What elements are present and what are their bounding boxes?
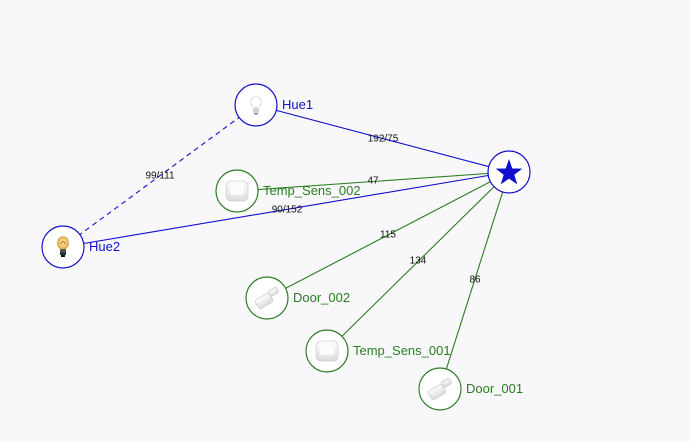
- link-label-coordinator-temp2: 47: [367, 176, 379, 187]
- node-temp1[interactable]: Temp_Sens_001: [305, 329, 451, 373]
- sensor-icon: [225, 180, 249, 202]
- links-layer: [62, 104, 510, 390]
- link-label-coordinator-door1: 86: [469, 275, 481, 286]
- door-sensor-icon: [254, 287, 279, 309]
- link-labels-layer: 192/75 90/152 47 115 134 86 99/111: [145, 134, 481, 286]
- node-door2[interactable]: Door_002: [245, 276, 350, 320]
- node-label-temp1: Temp_Sens_001: [353, 343, 451, 358]
- node-hue1[interactable]: Hue1: [234, 83, 313, 127]
- bulb-white-icon: [250, 95, 262, 115]
- node-label-temp2: Temp_Sens_002: [263, 183, 361, 198]
- node-label-door1: Door_001: [466, 381, 523, 396]
- node-door1[interactable]: Door_001: [418, 367, 523, 411]
- node-label-hue1: Hue1: [282, 97, 313, 112]
- node-hue2[interactable]: Hue2: [41, 225, 120, 269]
- star-icon: [495, 159, 523, 185]
- link-hue1-hue2: [62, 104, 257, 248]
- sensor-icon: [315, 340, 339, 362]
- link-label-coordinator-hue1: 192/75: [368, 134, 399, 145]
- link-label-hue1-hue2: 99/111: [145, 171, 175, 182]
- link-coordinator-hue1: [255, 104, 510, 173]
- node-label-door2: Door_002: [293, 290, 350, 305]
- link-coordinator-temp2: [236, 171, 510, 192]
- link-coordinator-door1: [439, 171, 510, 390]
- link-coordinator-door2: [266, 171, 510, 299]
- link-label-coordinator-temp1: 134: [410, 256, 427, 267]
- bulb-filament-icon: [57, 236, 69, 257]
- node-temp2[interactable]: Temp_Sens_002: [215, 169, 361, 213]
- door-sensor-icon: [427, 378, 452, 400]
- link-coordinator-hue2: [62, 171, 510, 248]
- link-label-coordinator-hue2: 90/152: [272, 205, 303, 216]
- link-label-coordinator-door2: 115: [380, 230, 396, 241]
- link-coordinator-temp1: [326, 171, 510, 352]
- node-coordinator[interactable]: [487, 150, 531, 194]
- node-label-hue2: Hue2: [89, 239, 120, 254]
